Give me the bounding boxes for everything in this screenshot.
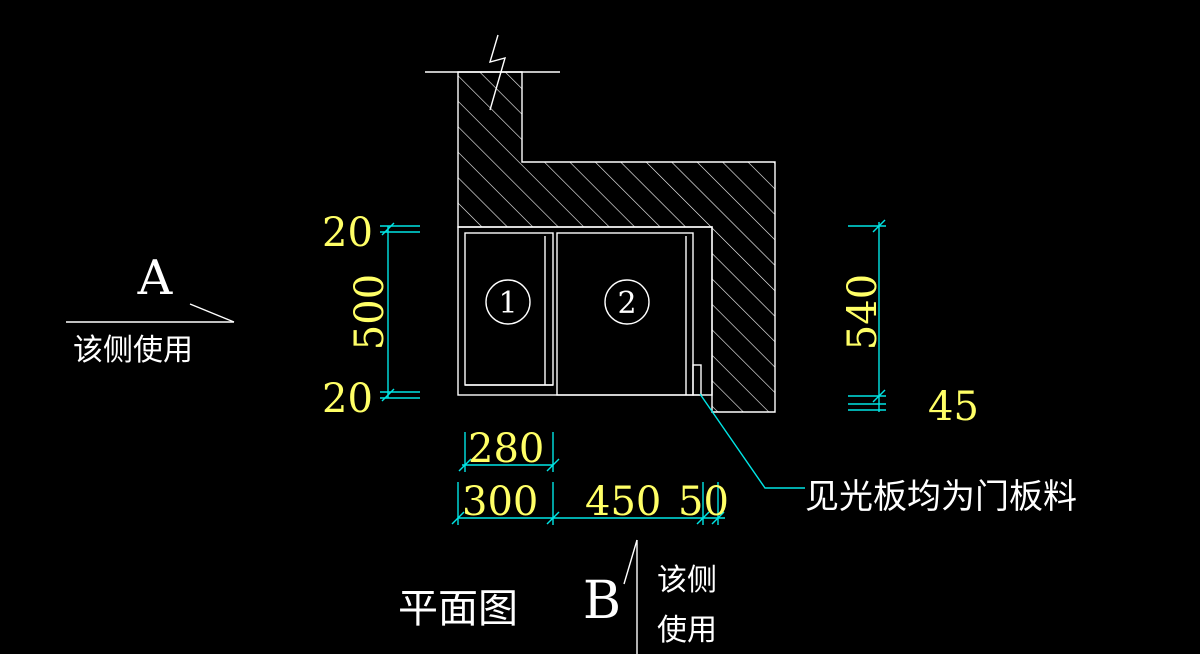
dim-right-height: 540 (840, 274, 886, 350)
bottom-dimension-lines (451, 432, 725, 525)
view-mark-b-letter: B (583, 571, 621, 631)
dim-left-top: 20 (322, 210, 373, 256)
dim-bottom-a: 300 (462, 479, 538, 525)
view-mark-b: B 该侧 使用 (583, 539, 717, 654)
view-mark-b-note-line1: 该侧 (657, 563, 717, 598)
right-dimension-lines (848, 219, 886, 412)
dim-bottom-inner: 280 (468, 426, 544, 472)
left-dimension-lines (380, 222, 420, 402)
view-mark-a-note: 该侧使用 (73, 333, 193, 368)
drawing-title: 平面图 (398, 586, 518, 632)
callout-text: 见光板均为门板料 (805, 477, 1077, 517)
compartment-2-label: 2 (617, 286, 636, 321)
callout-leader (699, 393, 805, 489)
compartment-2-marker: 2 (604, 279, 650, 325)
dim-left-mid: 500 (347, 274, 393, 350)
view-mark-a-letter: A (137, 250, 174, 306)
break-line (425, 34, 560, 111)
dim-left-bottom: 20 (322, 376, 373, 422)
view-mark-b-note-line2: 使用 (657, 613, 717, 648)
compartment-1-label: 1 (498, 286, 517, 321)
compartment-1-marker: 1 (485, 279, 531, 325)
view-mark-a: A 该侧使用 (66, 250, 235, 368)
dim-bottom-c: 50 (678, 479, 729, 525)
cabinet-body (457, 226, 713, 396)
wall-section-hatched (457, 71, 776, 413)
dim-bottom-b: 450 (585, 479, 661, 525)
dim-right-offset: 45 (928, 384, 979, 430)
